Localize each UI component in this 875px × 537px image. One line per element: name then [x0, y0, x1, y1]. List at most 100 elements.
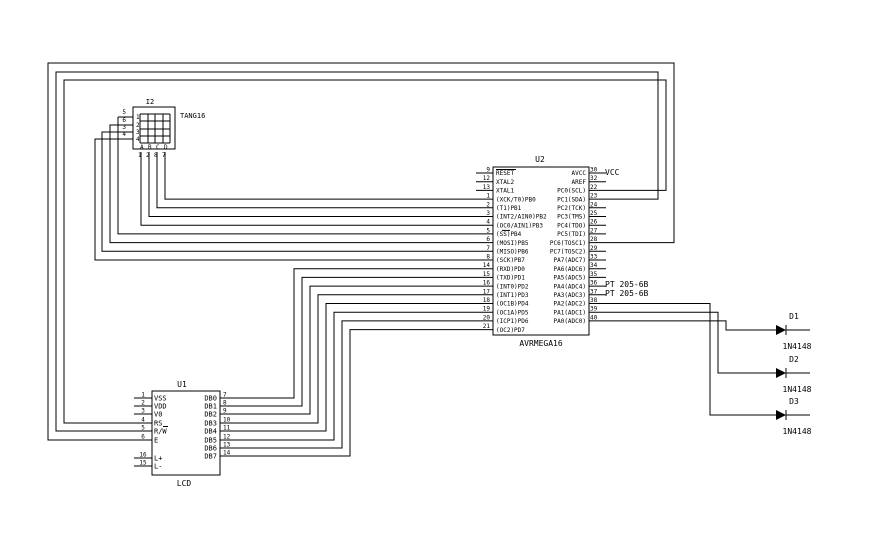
mcu-pin-number: 2: [486, 201, 490, 208]
wire-data-bus: [237, 268, 476, 399]
mcu-pin-name: (T1)PB1: [496, 205, 522, 212]
wire-keypad-col: [140, 152, 476, 226]
mcu-pin-number: 4: [486, 219, 490, 226]
mcu-part: AVRMEGA16: [519, 339, 563, 348]
mcu-u2: U2 AVRMEGA16 9RESET12XTAL213XTAL11(XCK/T…: [476, 155, 649, 348]
mcu-pin-name: PA3(ADC3): [553, 292, 586, 299]
mcu-pin-number: 3: [486, 210, 490, 217]
lcd-pin-name: DB1: [204, 403, 217, 411]
keypad-grid: [139, 113, 171, 144]
wire-data-bus: [237, 303, 476, 432]
lcd-pin-number: 2: [141, 400, 145, 407]
keypad-col-label: A: [140, 144, 144, 151]
mcu-pin-name: (RXD)PD0: [496, 266, 525, 273]
wire-lcd-rw: [63, 79, 667, 424]
wire-lcd-e: [47, 62, 675, 441]
diode-symbol: [776, 368, 786, 378]
wire-data-bus: [237, 311, 476, 441]
lcd-pin-name: RS: [154, 420, 162, 428]
mcu-pin-name: PA4(ADC4): [553, 283, 586, 290]
mcu-pin-name: PC5(TDI): [557, 231, 586, 238]
lcd-pin-number: 11: [223, 425, 231, 432]
wire-keypad-col: [148, 152, 476, 217]
lcd-pin-number: 15: [139, 460, 147, 467]
wire-data-bus: [237, 320, 476, 449]
lcd-pin-name: DB2: [204, 411, 217, 419]
lcd-pin-number: 10: [223, 417, 231, 424]
lcd-pin-number: 14: [223, 450, 231, 457]
mcu-left-pins: 9RESET12XTAL213XTAL11(XCK/T0)PB02(T1)PB1…: [476, 167, 547, 334]
mcu-pin-name: PA6(ADC6): [553, 266, 586, 273]
mcu-pin-number: 25: [590, 210, 598, 217]
diode-ref: D1: [789, 312, 799, 321]
mcu-pin-name: (INT2/AIN0)PB2: [496, 214, 547, 221]
mcu-pin-name: AVCC: [572, 170, 587, 177]
mcu-pin-name: (SCK)PB7: [496, 257, 525, 264]
wire-keypad-col: [156, 152, 476, 209]
keypad-ref: I2: [146, 98, 154, 106]
lcd-pin-name: DB3: [204, 420, 217, 428]
mcu-pin-name: XTAL1: [496, 188, 514, 195]
diode-part: 1N4148: [783, 385, 812, 394]
keypad-bottom-pin: 8: [154, 152, 158, 159]
mcu-pin-number: 26: [590, 219, 598, 226]
lcd-pin-name: VSS: [154, 395, 167, 403]
mcu-pin-name: PC1(SDA): [557, 196, 586, 203]
keypad-row-label: 2: [136, 122, 140, 129]
mcu-pin-name: (OC2)PD7: [496, 327, 525, 334]
wire-keypad-row: [94, 138, 476, 261]
mcu-pin-name: (OC1A)PD5: [496, 309, 529, 316]
mcu-pin-number: 27: [590, 227, 598, 234]
lcd-pin-number: 6: [141, 434, 145, 441]
wire-data-bus: [237, 285, 476, 415]
diode-symbol: [776, 325, 786, 335]
keypad-outer-pin: 4: [122, 131, 126, 138]
mcu-pin-number: 19: [483, 306, 491, 313]
lcd-ref: U1: [177, 380, 187, 389]
pt-label-2: PT 205-6B: [605, 289, 649, 298]
diode-ref: D2: [789, 355, 799, 364]
mcu-pin-name: PC7(TOSC2): [550, 249, 586, 256]
mcu-pin-name: PA0(ADC0): [553, 318, 586, 325]
diode-ref: D3: [789, 397, 799, 406]
pt-label-1: PT 205-6B: [605, 280, 649, 289]
mcu-pin-number: 16: [483, 280, 491, 287]
lcd-pin-name: DB7: [204, 453, 217, 461]
mcu-pin-number: 18: [483, 297, 491, 304]
mcu-pin-name: (TXD)PD1: [496, 275, 525, 282]
lcd-pin-number: 13: [223, 442, 231, 449]
diode-part: 1N4148: [783, 427, 812, 436]
mcu-pin-name: PC0(SCL): [557, 188, 586, 195]
mcu-pin-number: 7: [486, 245, 490, 252]
mcu-pin-number: 12: [483, 175, 491, 182]
lcd-pin-name: DB5: [204, 437, 217, 445]
lcd-pin-number: 8: [223, 400, 227, 407]
keypad-row-label: 1: [136, 114, 140, 121]
keypad-col-label: D: [164, 144, 168, 151]
mcu-pin-number: 34: [590, 262, 598, 269]
mcu-pin-name: PC3(TMS): [557, 214, 586, 221]
keypad-outer-pin: 3: [122, 124, 126, 131]
mcu-pin-number: 9: [486, 167, 490, 174]
mcu-pin-number: 20: [483, 314, 491, 321]
wire-diode: [606, 303, 776, 416]
lcd-body: [151, 390, 221, 476]
lcd-pin-name: E: [154, 437, 158, 445]
keypad-outer-pin: 6: [122, 117, 126, 124]
lcd-pin-number: 12: [223, 434, 231, 441]
vcc-label: VCC: [605, 168, 620, 177]
mcu-pin-name: PA2(ADC2): [553, 301, 586, 308]
keypad-part: TANG16: [180, 112, 205, 120]
mcu-pin-number: 14: [483, 262, 491, 269]
mcu-pin-number: 21: [483, 323, 491, 330]
mcu-pin-number: 37: [590, 288, 598, 295]
mcu-pin-number: 1: [486, 193, 490, 200]
wire-data-bus: [237, 276, 476, 407]
mcu-pin-name: (MOSI)PB5: [496, 240, 529, 247]
